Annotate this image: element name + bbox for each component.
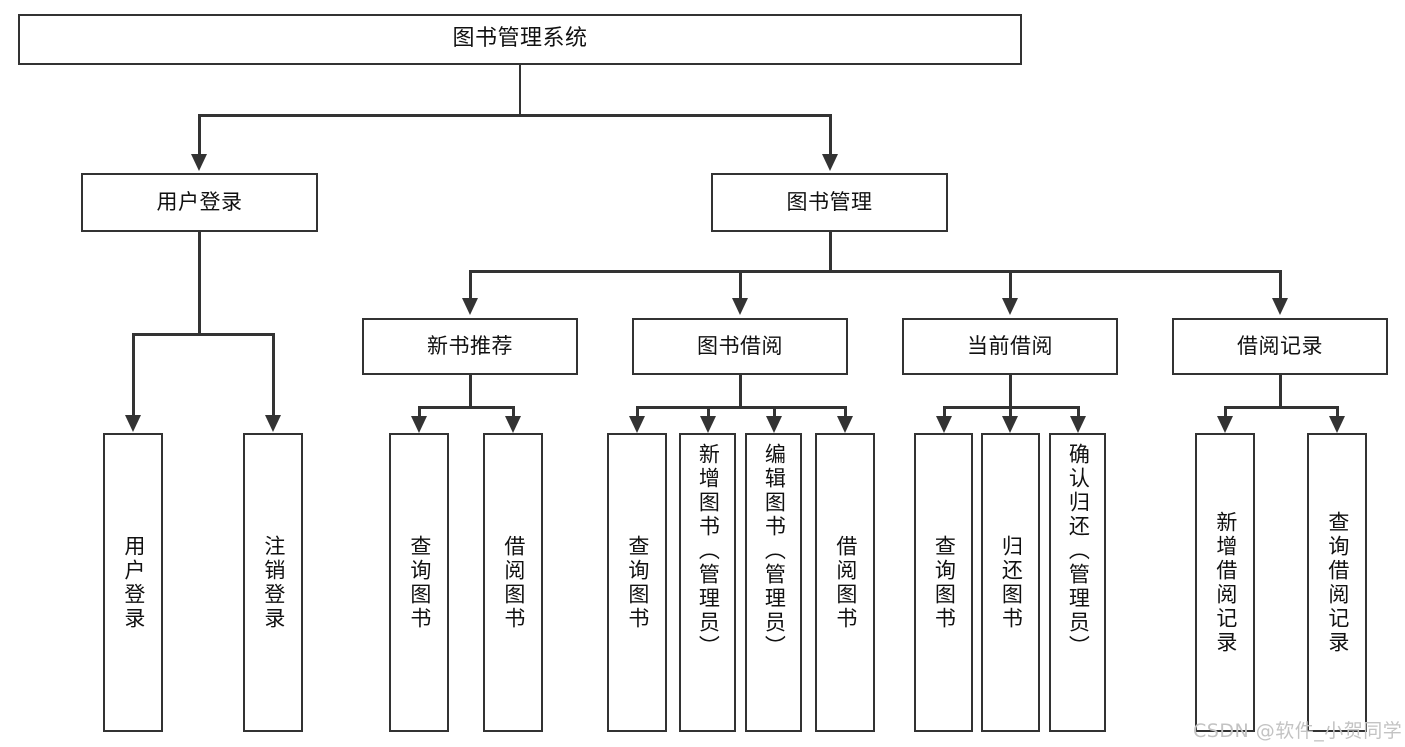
connector-current-bar xyxy=(943,406,1080,409)
connector-record-stem xyxy=(1279,375,1282,408)
arrow-current-to-l3 xyxy=(1070,416,1086,433)
connector-login-stem xyxy=(198,232,201,335)
leaf-current-return-book[interactable]: 归还图书 xyxy=(981,433,1040,732)
connector-bookmgmt-bar xyxy=(469,270,1280,273)
node-book-management[interactable]: 图书管理 xyxy=(711,173,948,232)
node-label: 查询图书 xyxy=(932,534,957,631)
arrow-bookmgmt-to-n2 xyxy=(732,298,748,315)
node-label: 图书管理系统 xyxy=(452,26,588,52)
arrow-login-to-leaf1 xyxy=(125,415,141,432)
arrow-login-to-leaf2 xyxy=(265,415,281,432)
leaf-recommend-query-book[interactable]: 查询图书 xyxy=(389,433,449,732)
connector-bookmgmt-to-n2 xyxy=(739,270,742,300)
leaf-current-confirm-return-admin[interactable]: 确认归还（管理员） xyxy=(1049,433,1106,732)
arrow-record-to-l2 xyxy=(1329,416,1345,433)
connector-current-to-l3 xyxy=(1077,406,1080,418)
arrow-borrow-to-l3 xyxy=(766,416,782,433)
connector-recommend-to-l2 xyxy=(512,406,515,418)
leaf-borrow-edit-book-admin[interactable]: 编辑图书（管理员） xyxy=(745,433,802,732)
node-label: 查询图书 xyxy=(625,534,650,631)
arrow-bookmgmt-to-n1 xyxy=(462,298,478,315)
leaf-recommend-borrow-book[interactable]: 借阅图书 xyxy=(483,433,543,732)
node-label: 新增借阅记录 xyxy=(1213,510,1238,655)
connector-recommend-bar xyxy=(418,406,514,409)
connector-record-to-l2 xyxy=(1336,406,1339,418)
connector-login-to-leaf1 xyxy=(132,333,135,417)
arrow-borrow-to-l4 xyxy=(837,416,853,433)
arrow-borrow-to-l2 xyxy=(700,416,716,433)
arrow-recommend-to-l2 xyxy=(505,416,521,433)
arrow-recommend-to-l1 xyxy=(411,416,427,433)
leaf-borrow-add-book-admin[interactable]: 新增图书（管理员） xyxy=(679,433,736,732)
connector-record-to-l1 xyxy=(1224,406,1227,418)
node-label: 用户登录 xyxy=(121,534,146,631)
node-book-borrow[interactable]: 图书借阅 xyxy=(632,318,848,375)
node-user-login[interactable]: 用户登录 xyxy=(81,173,318,232)
leaf-record-query-record[interactable]: 查询借阅记录 xyxy=(1307,433,1367,732)
arrow-root-to-login xyxy=(191,154,207,171)
leaf-user-login[interactable]: 用户登录 xyxy=(103,433,163,732)
connector-root-to-login xyxy=(198,114,201,156)
connector-bookmgmt-to-n3 xyxy=(1009,270,1012,300)
arrow-current-to-l2 xyxy=(1002,416,1018,433)
leaf-logout[interactable]: 注销登录 xyxy=(243,433,303,732)
connector-borrow-stem xyxy=(739,375,742,408)
leaf-borrow-borrow-book[interactable]: 借阅图书 xyxy=(815,433,875,732)
node-label: 借阅图书 xyxy=(501,534,526,631)
node-label: 注销登录 xyxy=(261,534,286,631)
leaf-borrow-query-book[interactable]: 查询图书 xyxy=(607,433,667,732)
connector-borrow-to-l3 xyxy=(773,406,776,418)
node-root-system[interactable]: 图书管理系统 xyxy=(18,14,1022,65)
connector-borrow-to-l1 xyxy=(636,406,639,418)
connector-borrow-bar xyxy=(636,406,846,409)
connector-root-bar xyxy=(198,114,831,117)
connector-recommend-to-l1 xyxy=(418,406,421,418)
leaf-current-query-book[interactable]: 查询图书 xyxy=(914,433,973,732)
connector-bookmgmt-to-n1 xyxy=(469,270,472,300)
arrow-root-to-bookmgmt xyxy=(822,154,838,171)
connector-borrow-to-l2 xyxy=(707,406,710,418)
node-label: 查询借阅记录 xyxy=(1325,510,1350,655)
watermark: CSDN @软件_小贺同学 xyxy=(1193,720,1403,742)
connector-borrow-to-l4 xyxy=(844,406,847,418)
node-label: 新增图书（管理员） xyxy=(696,443,721,659)
connector-root-to-bookmgmt xyxy=(829,114,832,156)
arrow-borrow-to-l1 xyxy=(629,416,645,433)
arrow-bookmgmt-to-n4 xyxy=(1272,298,1288,315)
connector-record-bar xyxy=(1224,406,1338,409)
node-label: 图书管理 xyxy=(786,189,873,214)
node-new-book-recommend[interactable]: 新书推荐 xyxy=(362,318,578,375)
connector-root-stem xyxy=(518,65,521,115)
node-borrow-record[interactable]: 借阅记录 xyxy=(1172,318,1388,375)
leaf-record-add-record[interactable]: 新增借阅记录 xyxy=(1195,433,1255,732)
connector-login-bar xyxy=(132,333,274,336)
connector-current-stem xyxy=(1009,375,1012,408)
node-label: 确认归还（管理员） xyxy=(1066,443,1091,659)
connector-bookmgmt-to-n4 xyxy=(1279,270,1282,300)
node-label: 借阅记录 xyxy=(1237,333,1323,358)
node-current-borrow[interactable]: 当前借阅 xyxy=(902,318,1118,375)
connector-current-to-l1 xyxy=(943,406,946,418)
node-label: 用户登录 xyxy=(156,189,243,214)
node-label: 归还图书 xyxy=(999,534,1024,631)
connector-bookmgmt-stem xyxy=(829,232,832,272)
connector-recommend-stem xyxy=(469,375,472,408)
node-label: 新书推荐 xyxy=(427,333,513,358)
node-label: 查询图书 xyxy=(407,534,432,631)
connector-login-to-leaf2 xyxy=(272,333,275,417)
node-label: 当前借阅 xyxy=(967,333,1053,358)
node-label: 编辑图书（管理员） xyxy=(762,443,787,659)
arrow-current-to-l1 xyxy=(936,416,952,433)
arrow-record-to-l1 xyxy=(1217,416,1233,433)
node-label: 图书借阅 xyxy=(697,333,783,358)
node-label: 借阅图书 xyxy=(833,534,858,631)
arrow-bookmgmt-to-n3 xyxy=(1002,298,1018,315)
connector-current-to-l2 xyxy=(1009,406,1012,418)
